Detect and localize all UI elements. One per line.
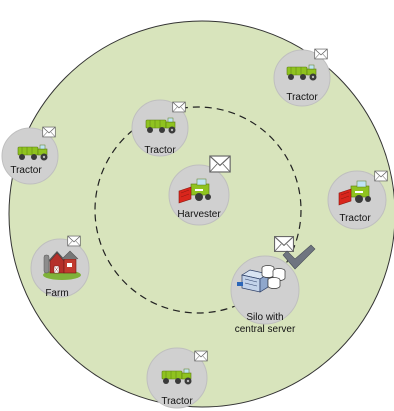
node-label: Tractor [339,213,371,224]
envelope-icon [172,101,186,113]
envelope-icon [209,155,231,173]
tractor-icon [17,144,48,161]
envelope-icon [374,170,388,182]
envelope-icon [314,48,328,60]
node-harvester[interactable]: Harvester [168,155,231,226]
tractor-icon [161,368,192,385]
node-farm[interactable]: Farm [30,235,90,299]
node-label: Tractor [286,92,318,103]
envelope-icon [67,235,81,247]
node-label: Harvester [177,209,221,220]
tractor-icon [145,117,176,134]
node-tractor-inner[interactable]: Tractor [131,99,189,157]
node-silo-server[interactable]: Silo with central server [230,236,316,335]
node-bubble [1,127,59,185]
node-label: Farm [45,288,68,299]
node-label: Tractor [10,165,42,176]
node-label: Tractor [144,145,176,156]
barn-icon [43,250,81,280]
node-tractor-left[interactable]: Tractor [1,126,59,185]
communication-range [94,106,302,314]
node-label-line2: central server [235,324,296,335]
node-tractor-top-right[interactable]: Tractor [273,48,331,107]
envelope-icon [42,126,56,138]
node-tractor-right[interactable]: Tractor [327,170,388,230]
envelope-icon [274,236,294,252]
tractor-icon [286,64,317,81]
node-label: Tractor [161,396,193,407]
node-label-line1: Silo with [246,312,283,323]
checkmark-icon [282,244,316,270]
server-icon [237,265,286,293]
node-tractor-bottom[interactable]: Tractor [146,347,208,409]
envelope-icon [194,350,208,362]
